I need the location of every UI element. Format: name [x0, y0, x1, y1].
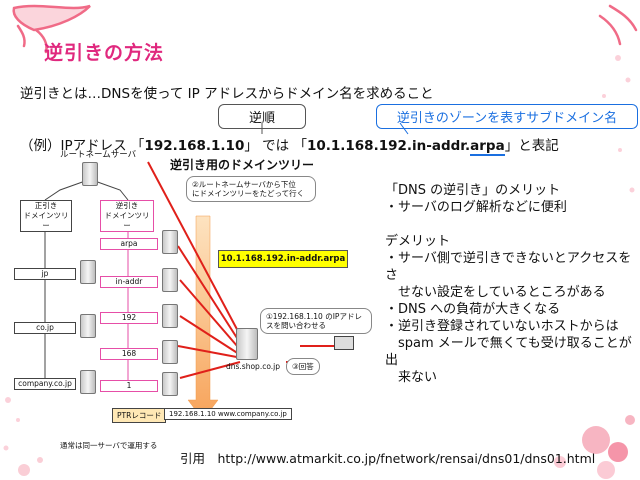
reverse-order-callout: 逆順 — [218, 104, 306, 129]
reverse-lookup-definition: 逆引きとは…DNSを使って IP アドレスからドメイン名を求めること — [20, 86, 434, 102]
root-name-server-label: ルートネームサーバ — [60, 150, 137, 160]
dns-server-icon — [162, 268, 178, 292]
bubble-query: ①192.168.1.10 のIPアドレ スを問い合わせる — [260, 308, 372, 334]
citation: 引用 http://www.atmarkit.co.jp/fnetwork/re… — [180, 451, 596, 466]
dns-server-icon — [162, 340, 178, 364]
example-ip: 192.168.1.10 — [144, 138, 245, 154]
reverse-name-highlight: 10.1.168.192.in-addr.arpa — [218, 250, 348, 268]
dns-server-icon — [80, 260, 96, 284]
ptr-record-label: PTRレコード — [112, 408, 167, 423]
subdomain-callout: 逆引きのゾーンを表すサブドメイン名 — [376, 104, 638, 129]
forward-node: co.jp — [14, 322, 76, 334]
forward-node: jp — [14, 268, 76, 280]
example-mid: 」 では 「 — [244, 138, 307, 154]
dns-server-icon — [80, 370, 96, 394]
example-prefix: （例）IPアドレス 「 — [20, 138, 145, 154]
reverse-node: 192 — [100, 312, 158, 324]
forward-tree-label: 正引き ドメインツリー — [20, 200, 72, 232]
reverse-node: arpa — [100, 238, 158, 250]
diagram-lines — [44, 161, 340, 421]
reverse-node: 168 — [100, 348, 158, 360]
local-dns-server-icon — [236, 328, 258, 360]
merits-demerits-text: 「DNS の逆引き」のメリット ・サーバのログ解析などに便利 デメリット ・サー… — [385, 183, 632, 385]
answer-bubble: ③回答 — [286, 358, 320, 375]
example-line: （例）IPアドレス 「192.168.1.10」 では 「10.1.168.19… — [20, 134, 559, 156]
example-reverse-part: 10.1.168.192.in-addr. — [306, 138, 471, 154]
example-arpa: arpa — [470, 138, 505, 156]
ptr-record-value: 192.168.1.10 www.company.co.jp — [164, 408, 292, 420]
dns-server-icon — [162, 230, 178, 254]
reverse-node: in-addr — [100, 276, 158, 288]
client-laptop-icon — [334, 336, 354, 350]
reverse-lookup-diagram: ルートネームサーバ 逆引き用のドメインツリー 正引き ドメインツリー 逆引き ド… — [0, 150, 380, 450]
forward-node: company.co.jp — [14, 378, 76, 390]
dns-server-icon — [80, 314, 96, 338]
dns-server-icon — [162, 304, 178, 328]
bubble-root-traverse: ②ルートネームサーバから下位 にドメインツリーをたどって行く — [186, 176, 316, 202]
tree-heading: 逆引き用のドメインツリー — [170, 158, 315, 172]
reverse-node: 1 — [100, 380, 158, 392]
reverse-tree-label: 逆引き ドメインツリー — [100, 200, 154, 232]
same-server-footnote: 通常は同一サーバで運用する — [60, 441, 158, 450]
slide-title: 逆引きの方法 — [44, 42, 165, 64]
example-suffix: 」と表記 — [504, 138, 559, 154]
local-dns-server-label: dns.shop.co.jp — [226, 362, 281, 371]
root-server-icon — [82, 162, 98, 186]
dns-server-icon — [162, 372, 178, 396]
